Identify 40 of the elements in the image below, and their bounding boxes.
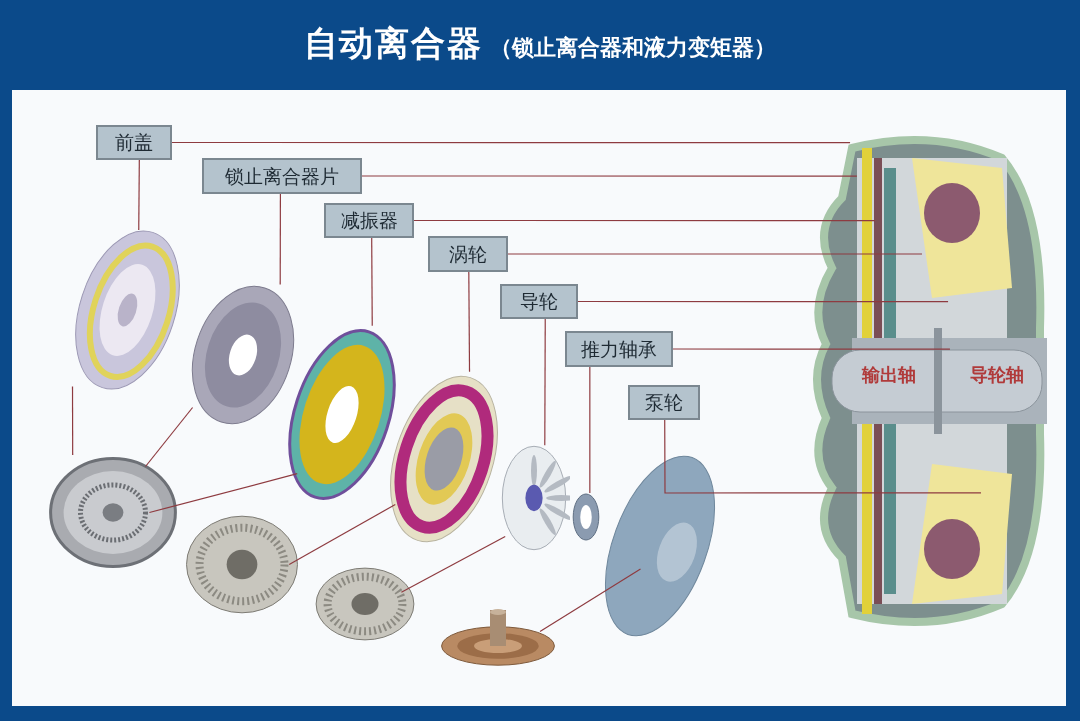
part-label: 锁止离合器片: [225, 163, 339, 189]
leader-line: [413, 219, 876, 222]
thrust-bearing-drawing: [570, 492, 602, 542]
subtitle: （锁止离合器和液力变矩器）: [490, 34, 777, 62]
leader-line: [544, 318, 546, 446]
leader-line: [539, 568, 642, 633]
part-label: 前盖: [115, 130, 153, 156]
title: 自动离合器: [303, 22, 483, 65]
part-label-box: [500, 284, 578, 319]
leader-line: [507, 253, 923, 255]
leader-line: [171, 141, 851, 144]
leader-line: [71, 385, 74, 456]
leader-line: [577, 300, 949, 303]
leader-line: [589, 366, 591, 494]
leader-line: [468, 271, 471, 373]
part-label-box: [628, 385, 700, 420]
part-label: 推力轴承: [581, 336, 657, 362]
part-label: 涡轮: [449, 241, 487, 267]
part-label-box: [565, 331, 673, 367]
leader-line: [672, 348, 951, 350]
leader-line: [138, 159, 140, 231]
shaft-label: 导轮轴: [970, 363, 1024, 387]
leader-line: [361, 175, 858, 177]
part-label-box: [202, 158, 362, 194]
front-cover-photo-drawing: [48, 455, 178, 570]
stator-photo-drawing: [313, 565, 417, 643]
leader-line: [371, 237, 373, 327]
part-label: 泵轮: [645, 390, 683, 416]
part-label-box: [324, 203, 414, 238]
leader-line: [144, 406, 194, 468]
part-label: 导轮: [520, 289, 558, 315]
leader-line: [664, 419, 982, 494]
leader-line: [279, 193, 281, 286]
part-label-box: [428, 236, 508, 272]
leader-line: [288, 503, 396, 566]
part-label-box: [96, 125, 172, 160]
leader-line: [400, 535, 506, 593]
part-label: 减振器: [340, 208, 398, 234]
shaft-label: 输出轴: [862, 363, 916, 387]
leader-line: [148, 473, 298, 514]
